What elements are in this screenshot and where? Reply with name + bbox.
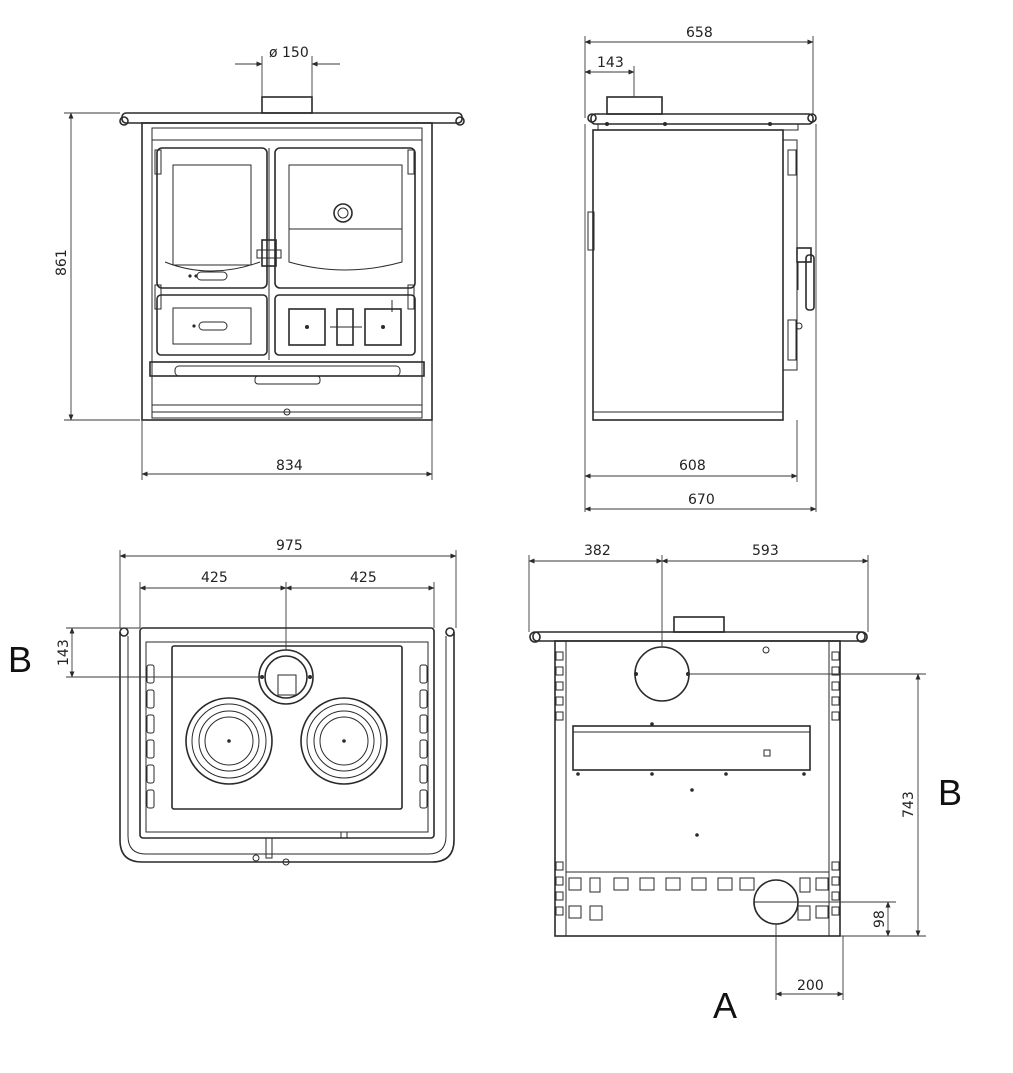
side-flue-offset-label: 143: [597, 55, 624, 71]
rear-dimensions: 382 593 743 98 200 B A: [528, 543, 962, 1026]
rear-view: [529, 616, 868, 937]
top-label-b: B: [8, 639, 32, 680]
rear-label-a: A: [713, 985, 737, 1026]
rear-label-b: B: [938, 772, 962, 813]
side-dimensions: 658 143 608 670: [584, 25, 817, 512]
rear-right-offset-label: 593: [752, 543, 779, 559]
side-overall-width-label: 658: [686, 25, 713, 41]
top-half-left-label: 425: [201, 570, 228, 586]
top-dimensions: 975 425 425 143 B: [8, 538, 457, 680]
rear-bottom-offset-label: 200: [797, 978, 824, 994]
side-body-depth-label: 608: [679, 458, 706, 474]
top-view: [119, 627, 455, 866]
front-view: [119, 96, 465, 421]
front-dimensions: ø 150 861 834: [54, 45, 433, 480]
side-total-depth-label: 670: [688, 492, 715, 508]
hob-ring-left: [185, 697, 273, 785]
rear-left-offset-label: 382: [584, 543, 611, 559]
rear-side-ladders: [555, 651, 840, 916]
top-view-vents: [146, 664, 428, 809]
side-view: [587, 96, 817, 421]
height-label: 861: [54, 249, 70, 276]
width-label: 834: [276, 458, 303, 474]
rear-bottom-height-label: 98: [872, 910, 888, 928]
top-overall-width-label: 975: [276, 538, 303, 554]
rear-flue-height-label: 743: [901, 791, 917, 818]
top-flue-offset-label: 143: [56, 639, 72, 666]
flue-diameter-label: ø 150: [269, 45, 309, 61]
top-half-right-label: 425: [350, 570, 377, 586]
hob-ring-right: [300, 697, 388, 785]
